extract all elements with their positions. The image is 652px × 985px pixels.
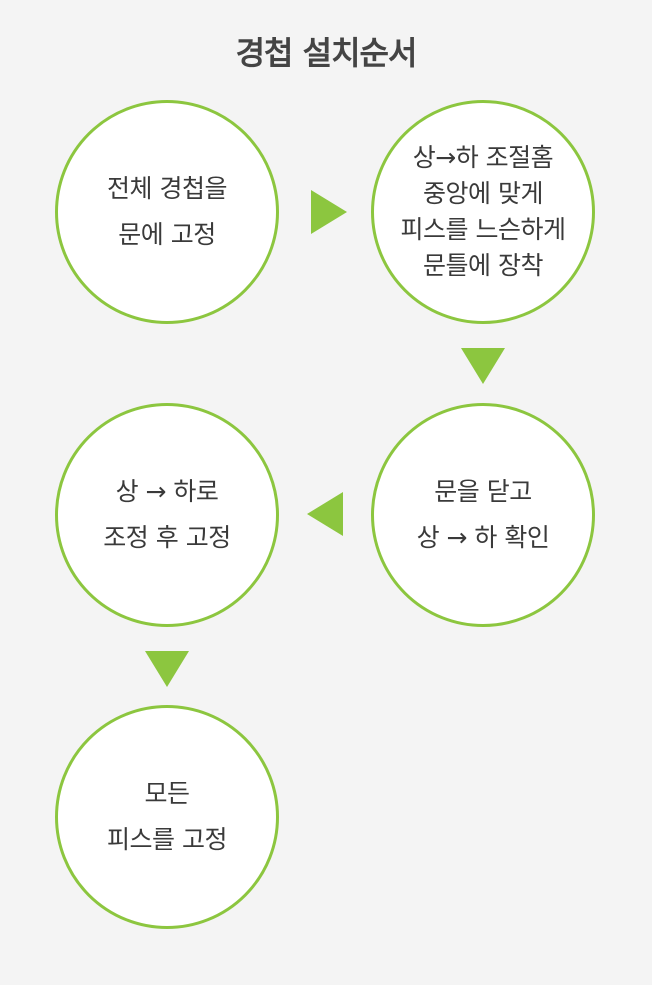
step-2-circle: 상→하 조절홈 중앙에 맞게 피스를 느슨하게 문틀에 장착	[371, 100, 595, 324]
step-2-text: 상→하 조절홈 중앙에 맞게 피스를 느슨하게 문틀에 장착	[401, 140, 566, 284]
arrow-left-icon	[307, 492, 343, 536]
step-3-line-2: 상 → 하 확인	[416, 523, 550, 552]
arrow-down-icon	[145, 651, 189, 687]
step-5-text: 모든 피스를 고정	[107, 771, 227, 863]
step-3-text: 문을 닫고 상 → 하 확인	[417, 469, 550, 561]
step-4-text: 상 → 하로 조정 후 고정	[103, 469, 231, 561]
step-5-circle: 모든 피스를 고정	[55, 705, 279, 929]
step-2-line-1: 상→하 조절홈	[412, 143, 554, 172]
step-3-line-1: 문을 닫고	[434, 477, 532, 506]
arrow-right-icon	[311, 190, 347, 234]
step-2-line-2: 중앙에 맞게	[423, 179, 543, 208]
arrow-down-icon	[461, 348, 505, 384]
step-4-circle: 상 → 하로 조정 후 고정	[55, 403, 279, 627]
step-1-circle: 전체 경첩을 문에 고정	[55, 100, 279, 324]
step-1-line-2: 문에 고정	[118, 220, 216, 249]
step-1-text: 전체 경첩을 문에 고정	[107, 166, 227, 258]
step-4-line-1: 상 → 하로	[115, 477, 219, 506]
step-3-circle: 문을 닫고 상 → 하 확인	[371, 403, 595, 627]
step-2-line-3: 피스를 느슨하게	[400, 215, 566, 244]
step-2-line-4: 문틀에 장착	[423, 251, 543, 280]
diagram-title: 경첩 설치순서	[235, 34, 418, 72]
step-5-line-1: 모든	[144, 779, 190, 808]
step-5-line-2: 피스를 고정	[107, 825, 227, 854]
step-4-line-2: 조정 후 고정	[103, 523, 231, 552]
step-1-line-1: 전체 경첩을	[107, 174, 227, 203]
